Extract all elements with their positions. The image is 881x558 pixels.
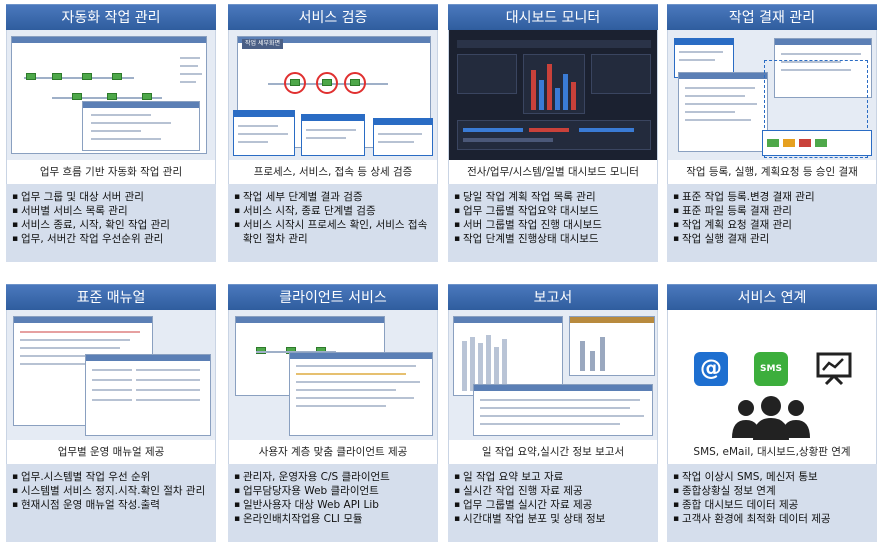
list-item: 당일 작업 계획 작업 목록 관리: [454, 190, 654, 204]
card-service-integration: 서비스 연계 @ SMS SMS, eMail, 대시보드,상황판 연계 작업: [667, 284, 877, 542]
thumbnail-report: [448, 310, 658, 440]
feature-list: 작업 이상시 SMS, 메신저 통보 종합상황실 정보 연계 종합 대시보드 데…: [667, 464, 877, 542]
card-caption: 프로세스, 서비스, 접속 등 상세 검증: [228, 160, 438, 184]
feature-list: 당일 작업 계획 작업 목록 관리 업무 그룹별 작업요약 대시보드 서버 그룹…: [448, 184, 658, 262]
list-item: 작업 실행 결재 관리: [673, 232, 873, 246]
list-item: 실시간 작업 진행 자료 제공: [454, 484, 654, 498]
list-item: 서비스 종료, 시작, 확인 작업 관리: [12, 218, 212, 232]
card-caption: 전사/업무/시스템/일별 대시보드 모니터: [448, 160, 658, 184]
card-title: 서비스 연계: [667, 284, 877, 310]
thumbnail-client: [228, 310, 438, 440]
sms-icon: SMS: [754, 352, 788, 386]
list-item: 업무 그룹별 작업요약 대시보드: [454, 204, 654, 218]
feature-list: 일 작업 요약 보고 자료 실시간 작업 진행 자료 제공 업무 그룹별 실시간…: [448, 464, 658, 542]
card-caption: 업무별 운영 매뉴얼 제공: [6, 440, 216, 464]
list-item: 현재시점 운영 매뉴얼 작성.출력: [12, 498, 212, 512]
list-item: 표준 작업 등록.변경 결재 관리: [673, 190, 873, 204]
thumbnail-verification: 작업 세부화면: [228, 30, 438, 160]
feature-list: 업무 그룹 및 대상 서버 관리 서버별 서비스 목록 관리 서비스 종료, 시…: [6, 184, 216, 262]
card-client-service: 클라이언트 서비스 사용자 계층 맞춤 클라이언트 제공 관리자, 운영자용 C…: [228, 284, 438, 542]
list-item: 일 작업 요약 보고 자료: [454, 470, 654, 484]
list-item: 업무.시스템별 작업 우선 순위: [12, 470, 212, 484]
card-report: 보고서: [448, 284, 658, 542]
feature-list: 업무.시스템별 작업 우선 순위 시스템별 서비스 정지.시작.확인 절차 관리…: [6, 464, 216, 542]
card-caption: 작업 등록, 실행, 계획요청 등 승인 결재: [667, 160, 877, 184]
list-item: 작업 계획 요청 결재 관리: [673, 218, 873, 232]
card-title: 클라이언트 서비스: [228, 284, 438, 310]
card-service-verification: 서비스 검증 작업 세부화면 프로세스,: [228, 4, 438, 262]
thumbnail-integration: @ SMS: [667, 310, 877, 440]
card-title: 대시보드 모니터: [448, 4, 658, 30]
feature-list: 관리자, 운영자용 C/S 클라이언트 업무담당자용 Web 클라이언트 일반사…: [228, 464, 438, 542]
card-standard-manual: 표준 매뉴얼 업무별 운영 매뉴얼 제공 업무.시스템별 작업 우선 순위 시스…: [6, 284, 216, 542]
feature-list: 작업 세부 단계별 결과 검증 서비스 시작, 종료 단계별 검증 서비스 시작…: [228, 184, 438, 262]
list-item: 업무 그룹 및 대상 서버 관리: [12, 190, 212, 204]
card-title: 작업 결재 관리: [667, 4, 877, 30]
list-item: 업무담당자용 Web 클라이언트: [234, 484, 434, 498]
thumbnail-manual: [6, 310, 216, 440]
thumb-label: 작업 세부화면: [242, 39, 284, 49]
thumbnail-workflow: [6, 30, 216, 160]
list-item: 표준 파일 등록 결재 관리: [673, 204, 873, 218]
list-item: 서버 그룹별 작업 진행 대시보드: [454, 218, 654, 232]
card-caption: 사용자 계층 맞춤 클라이언트 제공: [228, 440, 438, 464]
list-item: 업무 그룹별 실시간 자료 제공: [454, 498, 654, 512]
card-title: 보고서: [448, 284, 658, 310]
list-item: 관리자, 운영자용 C/S 클라이언트: [234, 470, 434, 484]
list-item: 종합 대시보드 데이터 제공: [673, 498, 873, 512]
card-caption: 업무 흐름 기반 자동화 작업 관리: [6, 160, 216, 184]
list-item: 시간대별 작업 분포 및 상태 정보: [454, 512, 654, 526]
list-item: 고객사 환경에 최적화 데이터 제공: [673, 512, 873, 526]
list-item: 시스템별 서비스 정지.시작.확인 절차 관리: [12, 484, 212, 498]
thumbnail-approval: [667, 30, 877, 160]
list-item: 온라인배치작업용 CLI 모듈: [234, 512, 434, 526]
card-approval: 작업 결재 관리 작업 등록, 실행, 계획요청 등 승: [667, 4, 877, 262]
list-item: 일반사용자 대상 Web API Lib: [234, 498, 434, 512]
card-caption: SMS, eMail, 대시보드,상황판 연계: [667, 440, 877, 464]
list-item: 서버별 서비스 목록 관리: [12, 204, 212, 218]
card-title: 표준 매뉴얼: [6, 284, 216, 310]
feature-list: 표준 작업 등록.변경 결재 관리 표준 파일 등록 결재 관리 작업 계획 요…: [667, 184, 877, 262]
card-automation: 자동화 작업 관리 업무 흐름 기반 자동화 작업: [6, 4, 216, 262]
list-item: 서비스 시작, 종료 단계별 검증: [234, 204, 434, 218]
dashboard-icon: [816, 352, 852, 386]
email-icon: @: [694, 352, 728, 386]
card-title: 자동화 작업 관리: [6, 4, 216, 30]
thumbnail-dashboard: [448, 30, 658, 160]
card-title: 서비스 검증: [228, 4, 438, 30]
list-item: 작업 단계별 진행상태 대시보드: [454, 232, 654, 246]
list-item: 작업 세부 단계별 결과 검증: [234, 190, 434, 204]
list-item: 업무, 서버간 작업 우선순위 관리: [12, 232, 212, 246]
list-item: 서비스 시작시 프로세스 확인, 서비스 접속 확인 절차 관리: [234, 218, 434, 246]
list-item: 작업 이상시 SMS, 메신저 통보: [673, 470, 873, 484]
card-caption: 일 작업 요약,실시간 정보 보고서: [448, 440, 658, 464]
list-item: 종합상황실 정보 연계: [673, 484, 873, 498]
card-dashboard-monitor: 대시보드 모니터 전사/업무/시스템/일별 대시보드 모니터 당일 작업 계획 …: [448, 4, 658, 262]
users-icon: [726, 396, 816, 440]
